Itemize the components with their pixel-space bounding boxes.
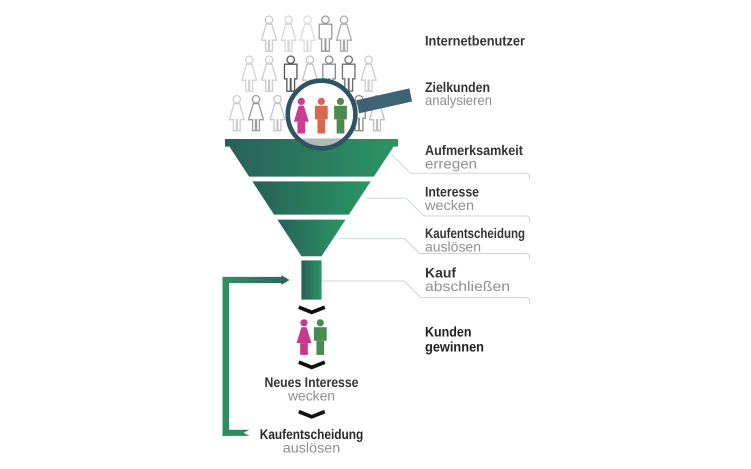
svg-text:Internetbenutzer: Internetbenutzer bbox=[425, 33, 525, 49]
svg-text:Aufmerksamkeit: Aufmerksamkeit bbox=[425, 142, 523, 158]
svg-text:Kaufentscheidung: Kaufentscheidung bbox=[425, 225, 525, 241]
svg-text:Interesse: Interesse bbox=[425, 184, 479, 200]
svg-text:wecken: wecken bbox=[424, 197, 474, 213]
svg-text:Kunden: Kunden bbox=[425, 324, 472, 340]
svg-text:erregen: erregen bbox=[425, 156, 477, 172]
svg-text:abschließen: abschließen bbox=[425, 278, 510, 294]
svg-text:gewinnen: gewinnen bbox=[425, 339, 484, 355]
svg-text:analysieren: analysieren bbox=[425, 92, 492, 108]
svg-text:Kauf: Kauf bbox=[425, 265, 456, 281]
svg-text:auslösen: auslösen bbox=[283, 440, 341, 456]
svg-text:Zielkunden: Zielkunden bbox=[425, 79, 490, 95]
svg-text:Neues Interesse: Neues Interesse bbox=[265, 374, 359, 390]
svg-text:auslösen: auslösen bbox=[425, 239, 481, 255]
svg-text:Kaufentscheidung: Kaufentscheidung bbox=[260, 426, 364, 442]
svg-text:wecken: wecken bbox=[287, 388, 335, 404]
